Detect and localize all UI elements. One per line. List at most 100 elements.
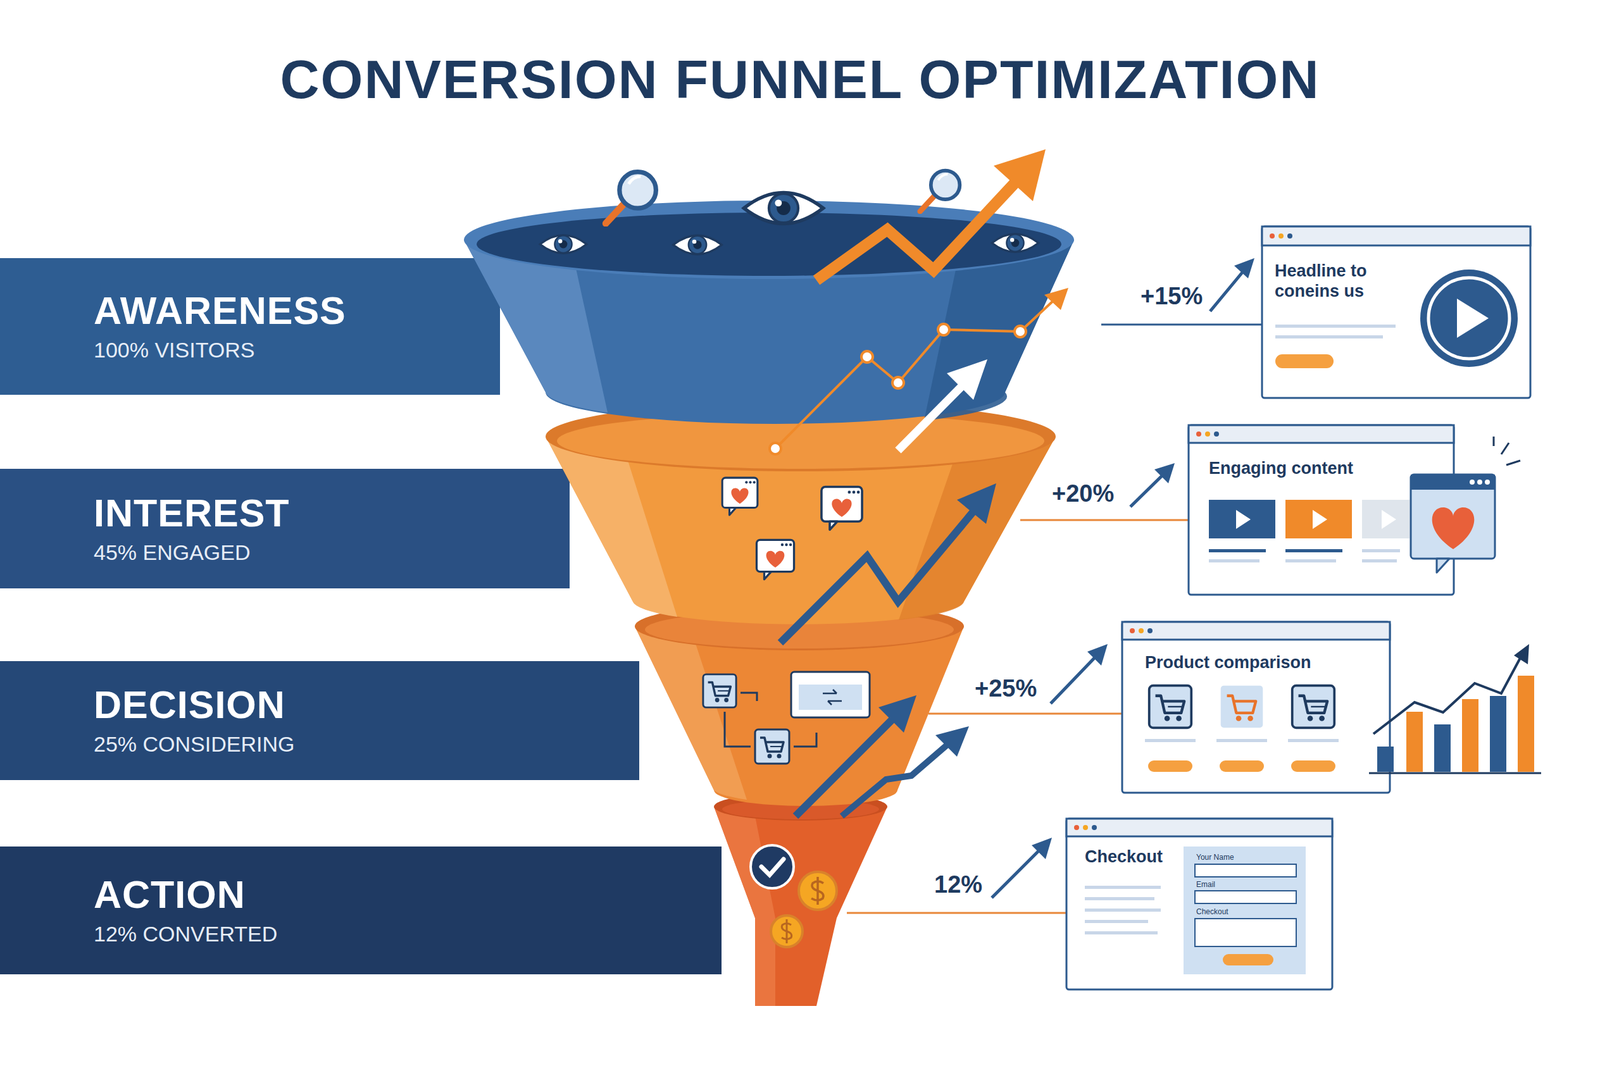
stage-bands-part (0, 661, 640, 781)
blue-arrows-part (841, 740, 953, 817)
callout-arrows-part (1031, 837, 1052, 860)
checkout-panel-part (1091, 825, 1097, 831)
cart-icons-part (793, 732, 817, 747)
leader-lines-part (1020, 519, 1189, 522)
growth-arrow-part (816, 177, 1021, 281)
action-layer-part (713, 806, 888, 1007)
interest-layer (545, 401, 1056, 625)
action-icons-part (750, 845, 794, 889)
trend-line-part (769, 443, 782, 455)
content-panel-part (1208, 549, 1266, 553)
trend-line (769, 287, 1069, 455)
action-layer (713, 793, 888, 1007)
comparison-panel (1122, 622, 1390, 794)
headline-panel-part (1456, 298, 1489, 338)
cart-icons-part (724, 712, 751, 747)
bar-chart-part (1489, 696, 1507, 773)
decision-layer-part (634, 626, 747, 800)
comparison-panel-part (1149, 686, 1192, 729)
checkout-panel-part (1084, 931, 1158, 935)
action-layer-part (713, 806, 776, 1007)
stage-metric: 45% ENGAGED (93, 539, 482, 566)
stage-heading: ACTION (93, 874, 482, 917)
browser-panel: Engaging content (1188, 425, 1454, 595)
form-field-label: Your Name (1196, 853, 1235, 863)
callout-arrows-part (1234, 258, 1255, 279)
content-panel-part (1432, 507, 1475, 550)
cart-icons-part (798, 684, 863, 711)
stage-band: INTEREST 45% ENGAGED (0, 468, 482, 589)
trend-line-part (937, 324, 950, 336)
eye-icons-part (743, 193, 823, 225)
stage-band: AWARENESS100% VISITORS (0, 258, 482, 395)
comparison-panel-part (1144, 739, 1196, 743)
comparison-panel-part (1291, 760, 1336, 773)
content-panel-part (1484, 479, 1490, 485)
checkout-panel-part (1183, 846, 1306, 975)
action-icons-part (798, 872, 837, 911)
stage-bands-part (0, 258, 500, 395)
content-panel-part (1362, 549, 1400, 553)
headline-panel-part (1420, 269, 1518, 368)
cart-icons-part (740, 693, 757, 702)
stage-band: DECISION25% CONSIDERING (0, 661, 482, 781)
browser-panel: Headline to coneins us (1262, 226, 1531, 399)
trend-line-part (861, 351, 873, 363)
comparison-panel-part (1216, 739, 1268, 743)
panel-heading: Product comparison (1144, 652, 1361, 673)
heart-icons-part (821, 487, 863, 531)
checkout-panel-part (1222, 954, 1274, 966)
bar-chart-part (1462, 699, 1479, 773)
content-panel-part (1208, 500, 1276, 539)
leader-lines-part (846, 912, 1067, 915)
content-panel-part (1213, 431, 1219, 437)
trend-line-part (1044, 287, 1069, 311)
callout-number: +15% (1140, 283, 1203, 311)
bar-chart-part (1377, 746, 1394, 773)
browser-panel: Checkout (1066, 818, 1333, 990)
form-field-label: Email (1196, 881, 1216, 890)
headline-panel-part (1262, 226, 1531, 246)
blue-arrows-part (935, 726, 969, 757)
stage-metric: 25% CONSIDERING (93, 731, 482, 758)
heart-icons-part (756, 539, 794, 580)
checkout-panel-part (1084, 920, 1149, 924)
checkout-panel-part (1194, 891, 1297, 904)
title: CONVERSION FUNNEL OPTIMIZATION (0, 49, 1600, 110)
checkout-panel-part (1084, 897, 1155, 901)
callout-arrows-part (991, 849, 1041, 899)
headline-panel-part (1278, 233, 1284, 239)
content-panel-part (1362, 559, 1397, 563)
headline-panel-part (1269, 233, 1275, 239)
callout-arrows-part (1210, 270, 1244, 312)
content-panel-part (1208, 559, 1260, 563)
white-arrow-part (946, 359, 988, 400)
blue-zigzag-arrow (780, 483, 997, 644)
headline-panel (1262, 226, 1531, 399)
stage-bands-part (0, 846, 722, 975)
headline-panel-part (1275, 324, 1396, 328)
magnifier-icons-part (605, 172, 656, 225)
action-icons-part (761, 859, 784, 876)
content-panel-part (1205, 431, 1211, 437)
content-panel-part (1469, 479, 1475, 485)
growth-arrow (816, 149, 1046, 281)
action-icons-part (811, 877, 824, 906)
magnifier-icons-part (920, 170, 961, 213)
comparison-panel-part (1148, 760, 1193, 773)
eye-icons-part (673, 235, 723, 255)
content-panel-part (1410, 474, 1495, 559)
panel-heading: Checkout (1084, 846, 1187, 868)
comparison-panel-part (1122, 622, 1390, 794)
comparison-panel-part (1122, 622, 1390, 640)
comparison-panel-part (1129, 628, 1135, 634)
stage-heading: INTEREST (93, 492, 482, 535)
comparison-panel-part (1220, 686, 1264, 729)
checkout-panel-part (1194, 864, 1297, 878)
callout-number: +25% (974, 675, 1037, 703)
callout-arrows-part (1087, 644, 1108, 666)
blue-zigzag-arrow-part (780, 506, 978, 644)
checkout-panel-part (1066, 818, 1333, 990)
bar-chart-part (1406, 712, 1423, 773)
content-panel-part (1196, 431, 1202, 437)
